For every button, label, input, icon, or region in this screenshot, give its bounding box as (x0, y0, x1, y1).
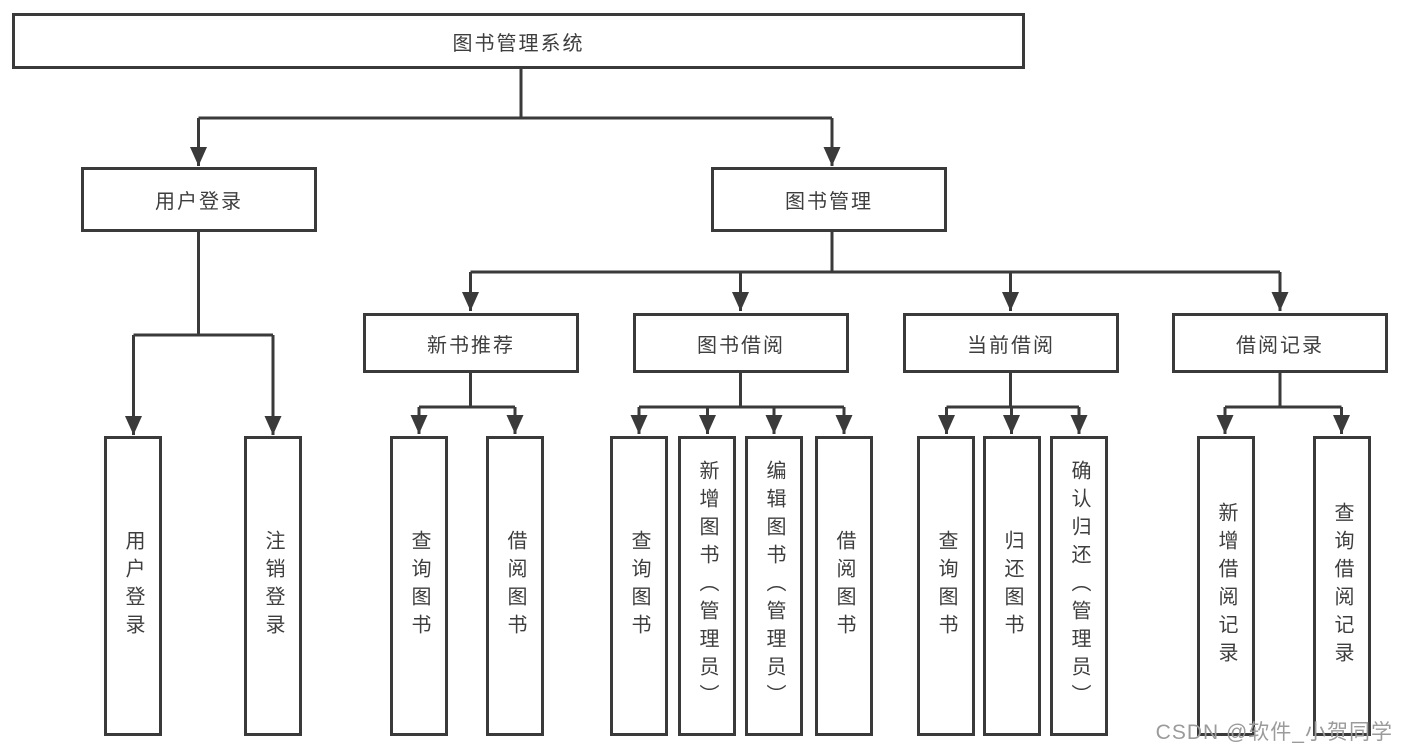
leaf-query-books-recommend-label: 查询图书 (408, 530, 430, 642)
leaf-add-borrow-record-label: 新增借阅记录 (1215, 502, 1237, 670)
leaf-user-login-label: 用户登录 (122, 530, 144, 642)
connector-records-to-leaves (1216, 373, 1350, 434)
leaf-return-books: 归还图书 (983, 436, 1041, 736)
node-new-book-recommend-label: 新书推荐 (427, 334, 515, 357)
connector-borrow-to-leaves (630, 373, 853, 434)
root-node-label: 图书管理系统 (452, 32, 585, 55)
node-current-borrowing-label: 当前借阅 (967, 334, 1055, 357)
root-node-library-system: 图书管理系统 (12, 13, 1025, 69)
leaf-borrow-books-label: 借阅图书 (833, 530, 855, 642)
node-book-management-label: 图书管理 (785, 191, 873, 213)
leaf-logout-label: 注销登录 (262, 530, 284, 642)
node-user-login: 用户登录 (81, 167, 317, 232)
node-borrowing-records: 借阅记录 (1172, 313, 1388, 373)
leaf-query-books-current-label: 查询图书 (935, 530, 957, 642)
connector-mgmt-to-level3 (462, 232, 1289, 311)
connector-login-to-leaves (125, 232, 282, 435)
node-new-book-recommend: 新书推荐 (363, 313, 579, 373)
leaf-add-books-admin: 新增图书（管理员） (678, 436, 736, 736)
connector-current-to-leaves (938, 373, 1088, 434)
leaf-return-books-label: 归还图书 (1001, 530, 1023, 642)
leaf-edit-books-admin: 编辑图书（管理员） (745, 436, 803, 736)
leaf-query-books-borrowing-label: 查询图书 (628, 530, 650, 642)
node-book-management: 图书管理 (711, 167, 947, 232)
leaf-query-books-current: 查询图书 (917, 436, 975, 736)
leaf-logout: 注销登录 (244, 436, 302, 736)
node-borrowing-records-label: 借阅记录 (1236, 334, 1324, 357)
csdn-watermark: CSDN @软件_小贺同学 (1155, 721, 1393, 744)
leaf-edit-books-admin-label: 编辑图书（管理员） (763, 460, 785, 712)
leaf-query-books-borrowing: 查询图书 (610, 436, 668, 736)
node-current-borrowing: 当前借阅 (903, 313, 1119, 373)
leaf-borrow-books-recommend-label: 借阅图书 (504, 530, 526, 642)
node-book-borrowing: 图书借阅 (633, 313, 849, 373)
node-book-borrowing-label: 图书借阅 (697, 334, 785, 357)
connector-recommend-to-leaves (410, 373, 524, 434)
leaf-confirm-return-admin-label: 确认归还（管理员） (1068, 460, 1090, 712)
leaf-query-books-recommend: 查询图书 (390, 436, 448, 736)
leaf-add-borrow-record: 新增借阅记录 (1197, 436, 1255, 736)
node-user-login-label: 用户登录 (155, 191, 243, 213)
leaf-query-borrow-record-label: 查询借阅记录 (1331, 502, 1353, 670)
leaf-user-login: 用户登录 (104, 436, 162, 736)
connector-root-to-level2 (190, 69, 841, 166)
leaf-borrow-books-recommend: 借阅图书 (486, 436, 544, 736)
leaf-borrow-books: 借阅图书 (815, 436, 873, 736)
leaf-add-books-admin-label: 新增图书（管理员） (696, 460, 718, 712)
leaf-query-borrow-record: 查询借阅记录 (1313, 436, 1371, 736)
leaf-confirm-return-admin: 确认归还（管理员） (1050, 436, 1108, 736)
